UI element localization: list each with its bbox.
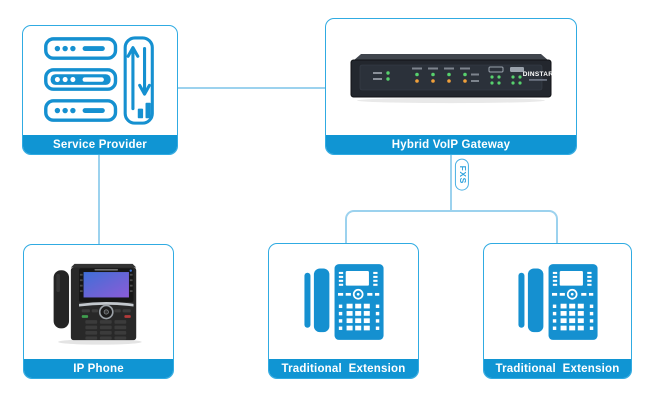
node-traditional-extension-1: Traditional Extension — [268, 243, 419, 379]
fxs-port-badge: FXS — [449, 158, 475, 192]
gateway-device-image: DINSTAR — [350, 54, 554, 104]
desk-phone-icon — [517, 263, 598, 340]
connector-provider-gateway — [177, 87, 325, 89]
node-traditional-extension-2: Traditional Extension — [483, 243, 632, 379]
node-ip-phone: IP Phone — [23, 244, 174, 379]
connector-gateway-branch — [450, 155, 452, 212]
server-stack-icon — [44, 35, 154, 125]
desk-phone-icon — [303, 263, 384, 340]
node-label: Traditional Extension — [269, 359, 418, 378]
node-label: Traditional Extension — [484, 359, 631, 378]
connector-branch-extensions — [345, 210, 558, 243]
gateway-brand-text: DINSTAR — [523, 71, 554, 78]
node-label: Service Provider — [23, 135, 177, 154]
node-service-provider: Service Provider — [22, 25, 178, 155]
ip-phone-image — [53, 263, 142, 345]
fxs-label: FXS — [455, 158, 469, 192]
node-label: IP Phone — [24, 359, 173, 378]
connector-provider-ipphone — [98, 155, 100, 244]
node-hybrid-voip-gateway: DINSTAR Hybrid VoIP Gateway — [325, 18, 577, 155]
node-label: Hybrid VoIP Gateway — [326, 135, 576, 154]
